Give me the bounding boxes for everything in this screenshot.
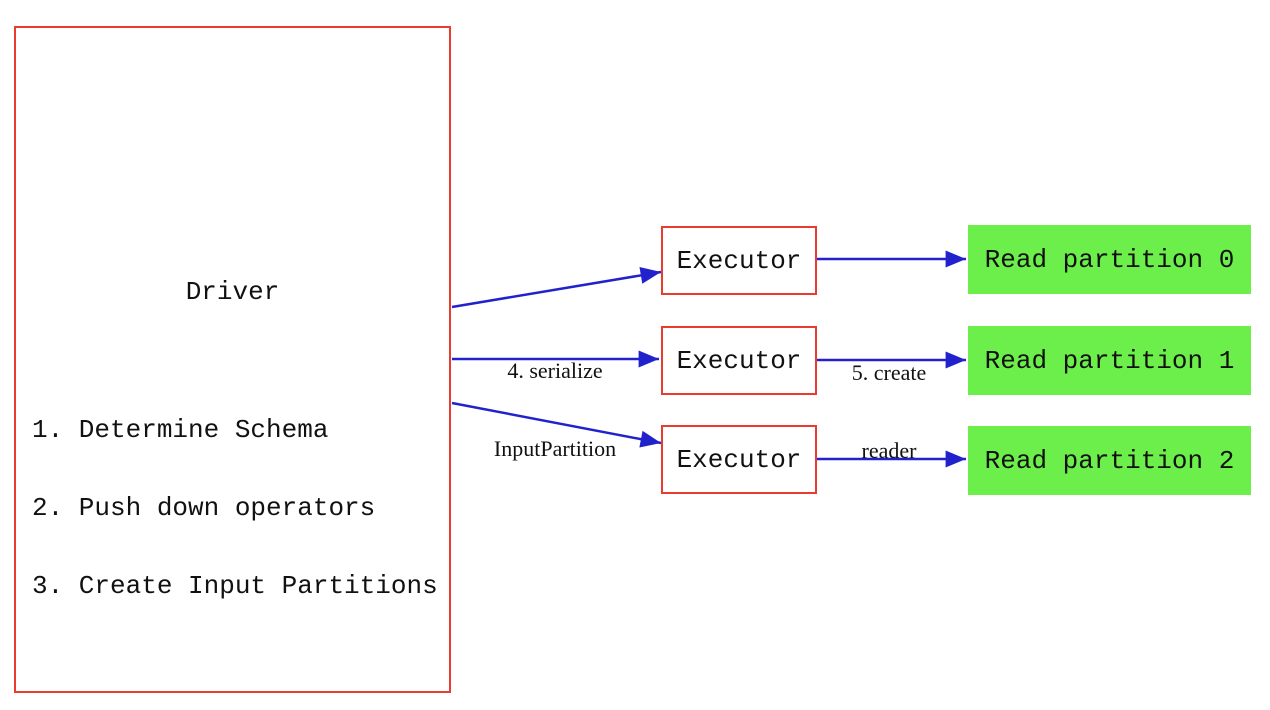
driver-step-list: 1. Determine Schema 2. Push down operato…: [32, 365, 438, 651]
edge-label-reader-line-2: reader: [861, 438, 917, 463]
arrow-driver-to-executor-0: [451, 266, 662, 309]
executor-node-0: Executor: [661, 226, 817, 295]
edge-label-serialize-line-2: InputPartition: [493, 436, 617, 461]
driver-step-create-input-partitions: 3. Create Input Partitions: [32, 571, 438, 601]
driver-title: Driver: [185, 277, 280, 307]
driver-step-determine-schema: 1. Determine Schema: [32, 415, 329, 445]
edge-label-serialize-line-1: 4. serialize: [507, 358, 603, 383]
edge-label-create-reader: 5. create reader: [809, 308, 969, 516]
driver-step-push-down-operators: 2. Push down operators: [32, 493, 376, 523]
executor-node-1: Executor: [661, 326, 817, 395]
read-partition-node-0: Read partition 0: [968, 225, 1251, 294]
read-partition-node-2: Read partition 2: [968, 426, 1251, 495]
executor-node-2: Executor: [661, 425, 817, 494]
read-partition-node-1: Read partition 1: [968, 326, 1251, 395]
edge-label-reader-line-1: 5. create: [851, 360, 927, 385]
driver-node: Driver 1. Determine Schema 2. Push down …: [14, 26, 451, 693]
edge-label-serialize-input-partition: 4. serialize InputPartition: [440, 306, 670, 514]
